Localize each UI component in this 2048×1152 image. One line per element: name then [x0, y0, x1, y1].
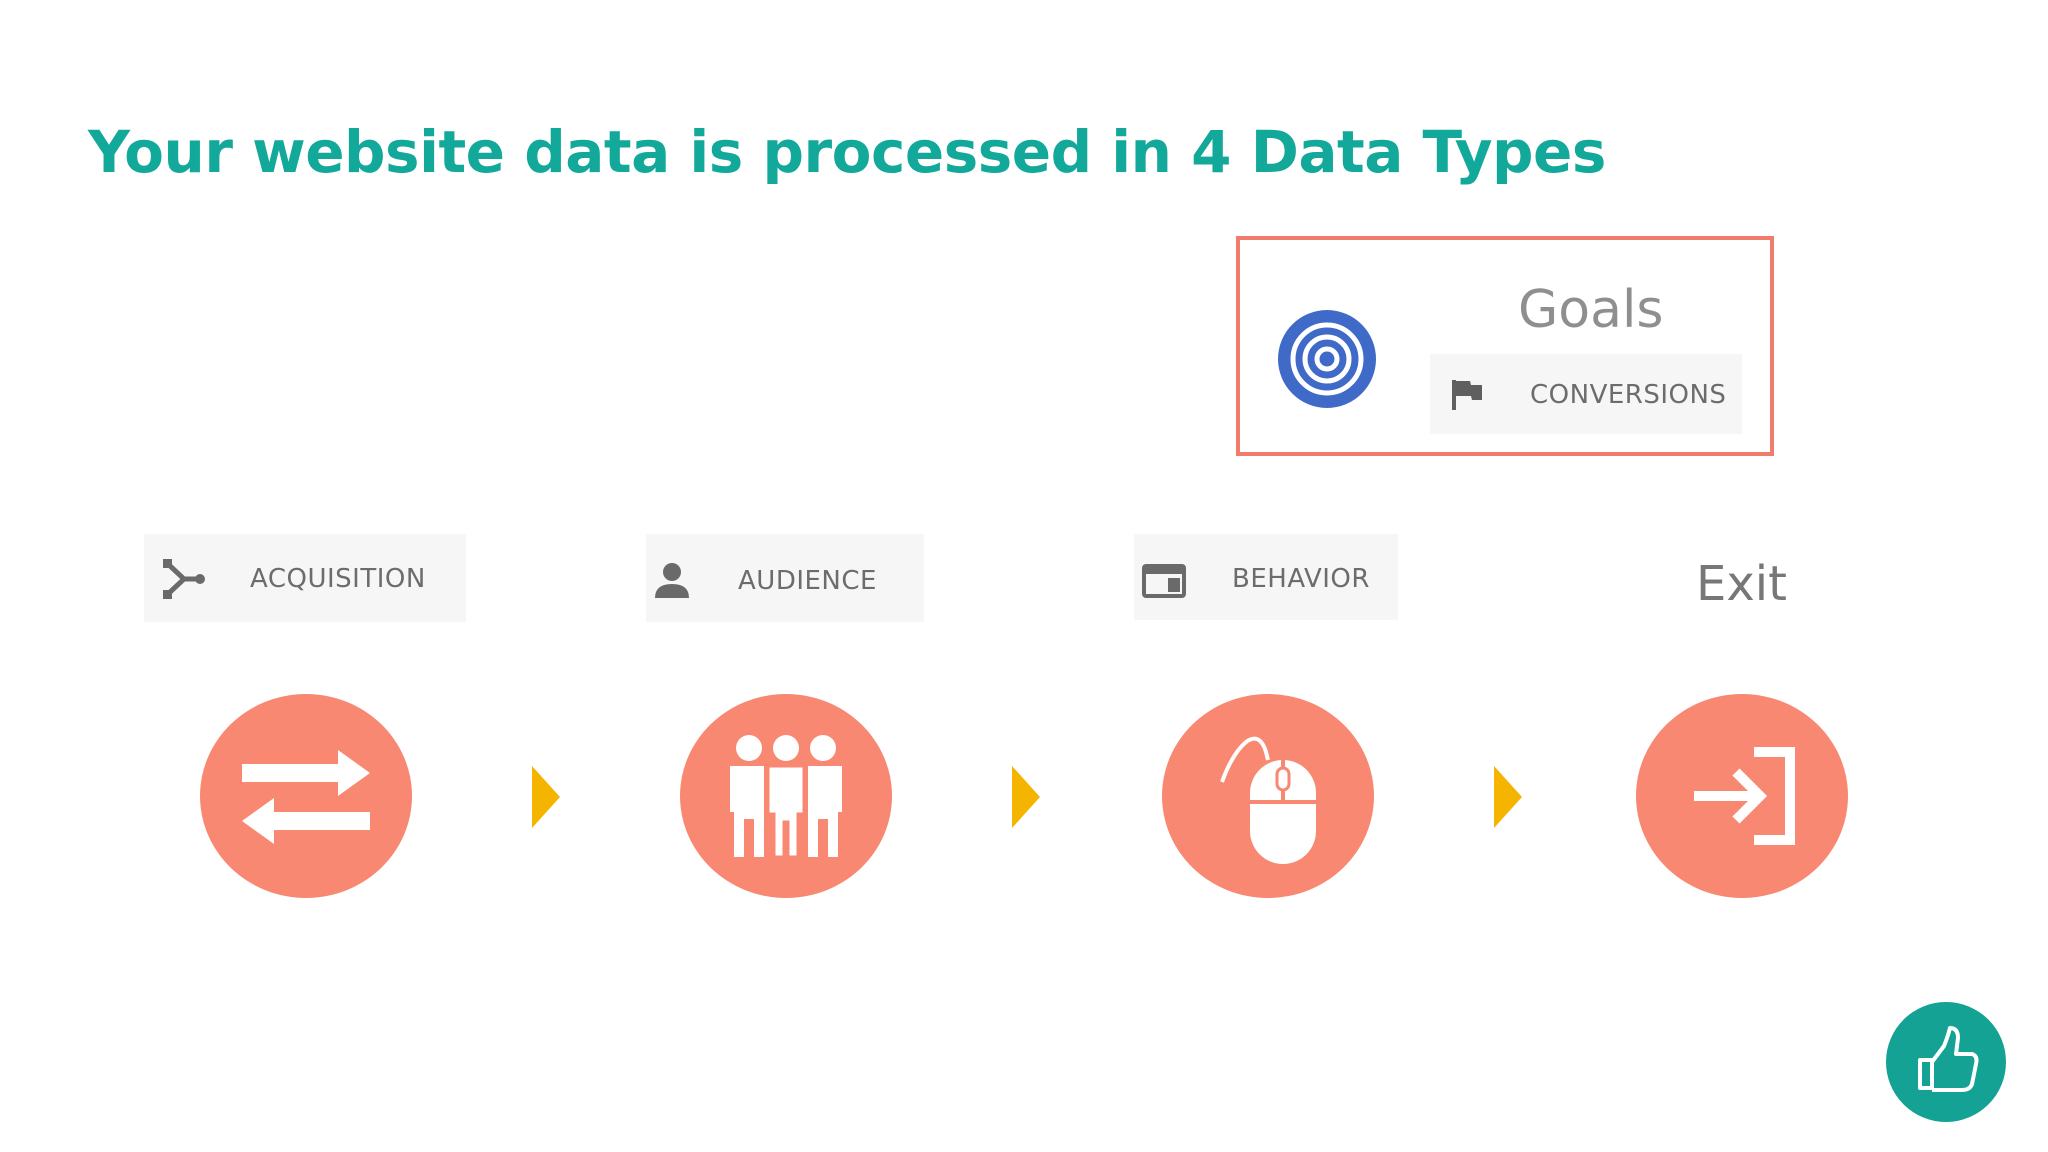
flow-arrow-2	[1012, 766, 1040, 828]
group-icon	[730, 735, 842, 859]
page-title: Your website data is processed in 4 Data…	[88, 118, 1606, 186]
tag-behavior-label: BEHAVIOR	[1232, 564, 1370, 594]
step-audience-circle	[680, 694, 892, 898]
mouse-icon	[1220, 736, 1316, 864]
step-behavior-circle	[1162, 694, 1374, 898]
goals-label: Goals	[1518, 280, 1664, 340]
tag-acquisition-label: ACQUISITION	[250, 564, 426, 594]
thumbs-up-icon	[1918, 1026, 1979, 1092]
tag-behavior[interactable]: BEHAVIOR	[1134, 534, 1398, 620]
like-button[interactable]	[1886, 1002, 2006, 1122]
flag-icon	[1452, 380, 1482, 410]
tag-audience-label: AUDIENCE	[738, 566, 877, 596]
tag-acquisition[interactable]: ACQUISITION	[144, 534, 466, 622]
swap-arrows-icon	[242, 750, 370, 844]
step-exit-circle	[1636, 694, 1848, 898]
tag-audience[interactable]: AUDIENCE	[646, 534, 924, 622]
flow-arrow-1	[532, 766, 560, 828]
tag-conversions-label: CONVERSIONS	[1530, 380, 1727, 410]
tag-conversions[interactable]: CONVERSIONS	[1430, 354, 1742, 434]
step-acquisition-circle	[200, 694, 412, 898]
flow-arrow-3	[1494, 766, 1522, 828]
person-icon	[655, 563, 689, 598]
acquisition-icon	[163, 559, 205, 599]
exit-label: Exit	[1696, 556, 1787, 612]
goals-highlight-box: Goals CONVERSIONS	[1236, 236, 1774, 456]
behavior-window-icon	[1142, 564, 1186, 598]
exit-icon	[1694, 747, 1795, 845]
target-icon	[1278, 310, 1376, 408]
